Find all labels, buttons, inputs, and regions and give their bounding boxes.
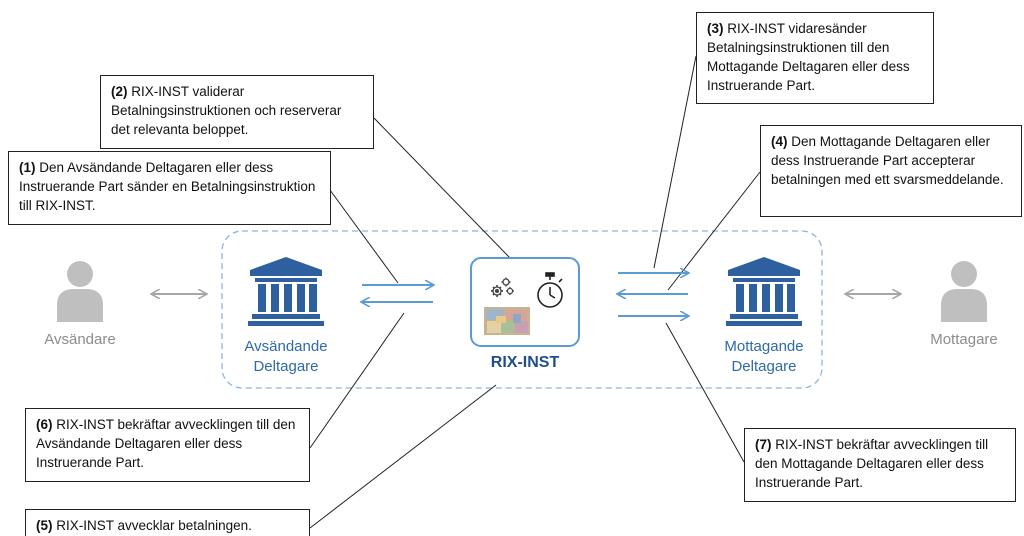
receiving-participant-line-2: Deltagare bbox=[731, 358, 797, 375]
bank-icon-receiving bbox=[726, 257, 802, 326]
callout-2-number: (2) bbox=[111, 84, 128, 99]
receiving-participant-line-1: Mottagande bbox=[724, 338, 804, 355]
callout-4-number: (4) bbox=[771, 134, 788, 149]
callout-1: (1) Den Avsändande Deltagaren eller dess… bbox=[8, 151, 331, 225]
callout-6-number: (6) bbox=[36, 417, 53, 432]
rix-inst-label: RIX-INST bbox=[490, 354, 560, 371]
callout-7-number: (7) bbox=[755, 437, 772, 452]
person-icon-receiver bbox=[941, 261, 987, 322]
banknotes-image bbox=[484, 307, 530, 335]
callout-4-text: Den Mottagande Deltagaren eller dess Ins… bbox=[771, 134, 1004, 187]
sending-participant-line-1: Avsändande bbox=[244, 338, 328, 355]
sender-label: Avsändare bbox=[44, 331, 116, 348]
callout-3: (3) RIX-INST vidaresänder Betalningsinst… bbox=[696, 12, 934, 104]
callout-6: (6) RIX-INST bekräftar avvecklingen till… bbox=[25, 408, 310, 482]
callout-4: (4) Den Mottagande Deltagaren eller dess… bbox=[760, 125, 1022, 217]
callout-5: (5) RIX-INST avvecklar betalningen. bbox=[25, 509, 310, 536]
bank-icon-sending bbox=[248, 257, 324, 326]
stopwatch-icon bbox=[537, 272, 563, 308]
callout-7: (7) RIX-INST bekräftar avvecklingen till… bbox=[744, 428, 1016, 502]
system-boundary bbox=[221, 230, 823, 389]
callout-1-text: Den Avsändande Deltagaren eller dess Ins… bbox=[19, 160, 316, 213]
leader-line-6 bbox=[309, 312, 405, 449]
gears-icon bbox=[491, 277, 514, 297]
sending-participant-line-2: Deltagare bbox=[253, 358, 319, 375]
leader-line-2 bbox=[373, 117, 511, 259]
callout-3-text: RIX-INST vidaresänder Betalningsinstrukt… bbox=[707, 21, 910, 93]
person-icon-sender bbox=[57, 261, 103, 322]
callout-5-text: RIX-INST avvecklar betalningen. bbox=[56, 518, 252, 533]
callout-2: (2) RIX-INST validerar Betalningsinstruk… bbox=[100, 75, 374, 149]
leader-line-3 bbox=[653, 55, 697, 269]
leader-line-1 bbox=[329, 189, 399, 284]
callout-5-number: (5) bbox=[36, 518, 53, 533]
leader-line-5 bbox=[309, 384, 497, 529]
receiver-label: Mottagare bbox=[930, 331, 998, 348]
callout-2-text: RIX-INST validerar Betalningsinstruktion… bbox=[111, 84, 342, 137]
callout-7-text: RIX-INST bekräftar avvecklingen till den… bbox=[755, 437, 989, 490]
sending-participant-label: Avsändande Deltagare bbox=[226, 337, 346, 377]
leader-line-7 bbox=[665, 322, 745, 463]
receiving-participant-label: Mottagande Deltagare bbox=[704, 337, 824, 377]
callout-6-text: RIX-INST bekräftar avvecklingen till den… bbox=[36, 417, 296, 470]
callout-1-number: (1) bbox=[19, 160, 36, 175]
callout-3-number: (3) bbox=[707, 21, 724, 36]
